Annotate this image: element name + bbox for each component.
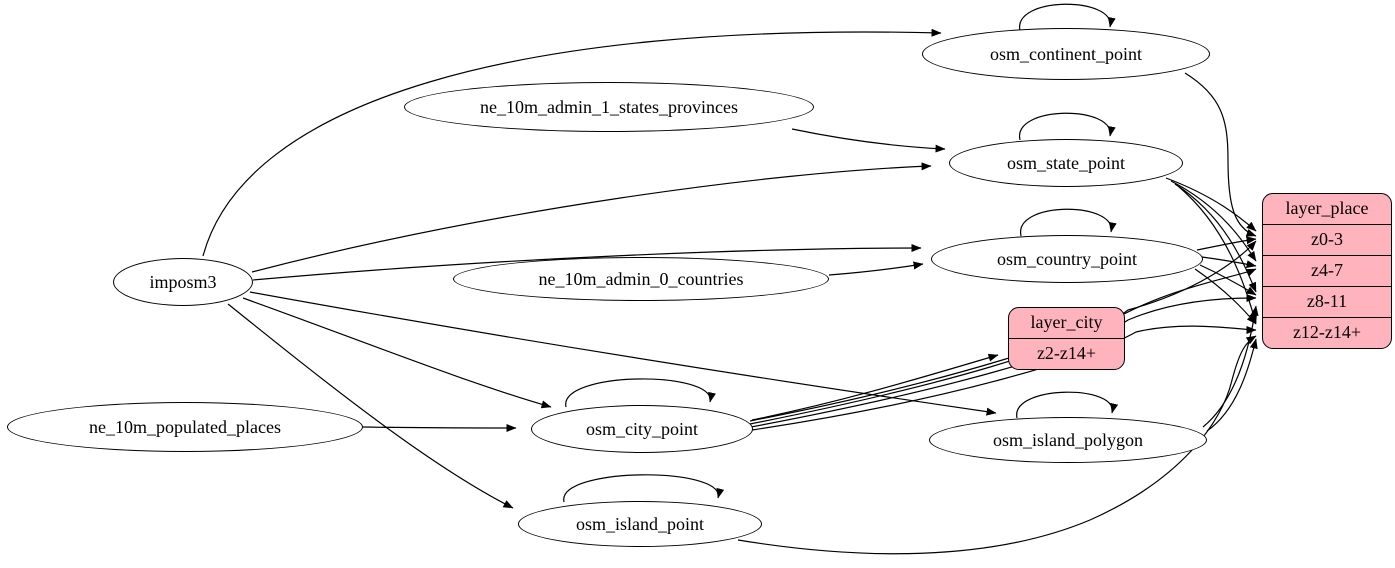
edge-osm_island_point-to-layer_place:z12-z14+ xyxy=(737,335,1257,555)
node-ne-10m-admin-0-countries: ne_10m_admin_0_countries xyxy=(453,257,829,301)
node-osm-city-point: osm_city_point xyxy=(531,405,753,453)
edge-osm_continent_point-self-loop xyxy=(1019,3,1116,32)
node-label: osm_island_point xyxy=(575,513,704,534)
record-zoom-row: z4-7 xyxy=(1263,255,1391,286)
edge-osm_city_point-to-layer_city:z2-z14+ xyxy=(751,353,999,421)
node-label: osm_state_point xyxy=(1007,152,1125,173)
edge-osm_country_point-to-layer_place:z0-3 xyxy=(1196,236,1257,251)
edge-osm_country_point-to-layer_place:z8-11 xyxy=(1199,264,1257,296)
node-label: osm_continent_point xyxy=(990,43,1142,64)
node-label: ne_10m_admin_1_states_provinces xyxy=(480,96,738,117)
edge-osm_island_point-self-loop xyxy=(563,474,725,503)
edge-osm_state_point-self-loop xyxy=(1019,112,1116,141)
edge-ne_10m_admin_0_countries-to-osm_country_point xyxy=(828,261,924,276)
edge-osm_state_point-to-layer_place:z0-3 xyxy=(1165,177,1257,232)
edge-imposm3-to-osm_continent_point xyxy=(202,28,942,257)
node-layer-city: layer_city z2-z14+ xyxy=(1008,307,1125,370)
edge-imposm3-to-osm_state_point xyxy=(251,162,932,273)
edge-osm_city_point-to-layer_place:z12-z14+ xyxy=(751,325,1257,431)
node-label: ne_10m_admin_0_countries xyxy=(538,268,744,289)
edge-osm_continent_point-to-layer_place:z0-3 xyxy=(1184,72,1257,237)
record-zoom-row: z8-11 xyxy=(1263,286,1391,317)
node-label: osm_country_point xyxy=(997,248,1137,269)
node-osm-country-point: osm_country_point xyxy=(931,235,1203,283)
node-osm-island-point: osm_island_point xyxy=(518,501,762,547)
node-ne-10m-admin-1-states-provinces: ne_10m_admin_1_states_provinces xyxy=(404,82,814,132)
node-imposm3: imposm3 xyxy=(113,258,253,306)
node-label: imposm3 xyxy=(149,271,217,292)
record-title: layer_place xyxy=(1285,198,1369,218)
node-osm-continent-point: osm_continent_point xyxy=(922,28,1210,80)
record-title: layer_city xyxy=(1030,312,1103,332)
edge-osm_island_polygon-self-loop xyxy=(1016,391,1119,419)
edge-imposm3-to-osm_island_polygon xyxy=(249,291,997,416)
edge-imposm3-to-osm_island_point xyxy=(227,303,514,509)
edge-osm_country_point-to-layer_place:z12-z14+ xyxy=(1194,268,1257,325)
node-osm-island-polygon: osm_island_polygon xyxy=(929,417,1207,463)
node-label: osm_island_polygon xyxy=(992,429,1143,450)
edge-imposm3-to-osm_city_point xyxy=(242,297,552,409)
node-osm-state-point: osm_state_point xyxy=(949,139,1183,187)
edge-osm_island_polygon-to-layer_place:z8-11 xyxy=(1202,305,1259,428)
edge-osm_country_point-self-loop xyxy=(1020,208,1117,237)
edge-ne_10m_populated_places-to-osm_city_point xyxy=(362,423,517,432)
node-label: osm_city_point xyxy=(586,418,698,439)
edge-ne_10m_admin_1_states_provinces-to-osm_state_point xyxy=(791,128,946,153)
node-label: ne_10m_populated_places xyxy=(89,416,281,437)
node-ne-10m-populated-places: ne_10m_populated_places xyxy=(7,402,363,452)
edge-osm_city_point-self-loop xyxy=(565,378,716,408)
edge-osm_state_point-to-layer_place:z4-7 xyxy=(1170,180,1257,262)
record-zoom-row: z0-3 xyxy=(1263,224,1391,255)
record-zoom-row: z12-z14+ xyxy=(1263,317,1391,348)
edge-osm_country_point-to-layer_place:z4-7 xyxy=(1201,256,1257,269)
edge-osm_island_polygon-to-layer_place:z12-z14+ xyxy=(1206,338,1258,432)
edge-osm_state_point-to-layer_place:z8-11 xyxy=(1174,183,1257,293)
node-layer-place: layer_place z0-3 z4-7 z8-11 z12-z14+ xyxy=(1262,193,1392,349)
edge-imposm3-to-osm_country_point xyxy=(252,244,922,281)
record-zoom-row: z2-z14+ xyxy=(1009,338,1124,369)
